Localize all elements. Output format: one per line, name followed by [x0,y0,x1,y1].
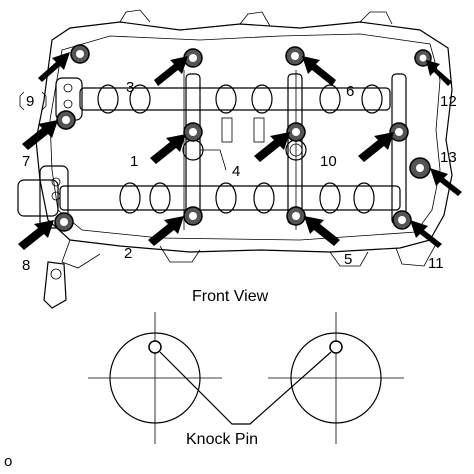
bolt-marker [285,46,305,66]
arrow-to-bolt [430,168,462,196]
arrow-to-bolt [426,60,452,86]
bolt-marker [409,157,431,179]
bolt-label-4: 4 [232,163,240,180]
arrow-to-bolt [302,56,336,86]
knock-pin-label: Knock Pin [186,431,258,448]
right-knock-pin [329,340,343,354]
arrow-to-bolt [18,220,54,250]
knock-pin-detail [88,312,404,444]
bolt-marker [389,122,409,142]
bolt-marker [286,122,306,142]
arrow-to-bolt [148,216,184,246]
bolt-label-10: 10 [320,153,337,170]
bolt-marker [286,206,306,226]
bolt-marker [392,210,412,230]
bolt-label-7: 7 [22,153,30,170]
pointer-arrows [18,52,462,250]
arrow-to-bolt [154,56,188,86]
arrow-to-bolt [254,132,290,162]
cylinder-head-outline [35,9,453,309]
left-knock-pin [148,340,162,354]
bolt-label-6: 6 [346,83,354,100]
bolt-marker [54,212,74,232]
arrow-to-bolt [304,216,340,246]
upper-camshaft [55,77,391,121]
bolt-marker [183,122,203,142]
bolt-label-1: 1 [130,153,138,170]
bolt-label-12: 12 [440,93,457,110]
bolt-label-9: 9 [26,93,34,110]
arrow-to-bolt [150,134,186,164]
lower-camshaft [17,165,401,229]
bolt-label-3: 3 [126,79,134,96]
bolt-label-8: 8 [22,257,30,274]
corner-mark: o [4,453,12,470]
bolt-marker [183,206,203,226]
bolt-label-5: 5 [344,251,352,268]
arrow-to-bolt [358,132,394,162]
bolt-label-2: 2 [124,245,132,262]
front-view-label: Front View [192,288,269,305]
bolt-marker [70,44,90,64]
bolt-label-13: 13 [440,149,457,166]
arrow-to-bolt [38,52,70,82]
bolt-number-labels: 1 2 3 4 5 6 7 8 9 10 11 12 13 [19,79,457,274]
arrow-to-bolt [22,120,58,150]
bolt-label-11: 11 [428,255,444,272]
arrow-to-bolt [410,220,442,248]
bolt-markers [54,44,432,232]
bolt-marker [56,110,76,130]
